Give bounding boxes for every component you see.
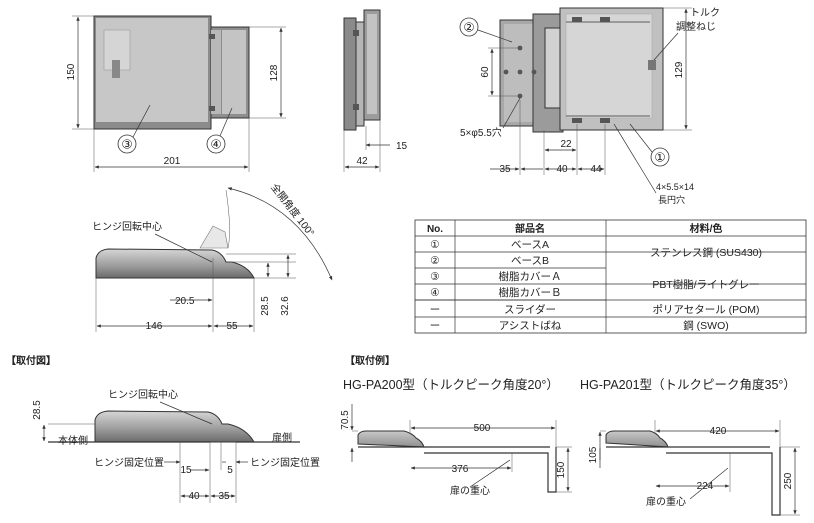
material-steel: 鋼 (SWO)	[683, 319, 729, 332]
table-row-2-name: ベースB	[511, 255, 549, 267]
table-header-part: 部品名	[515, 222, 545, 235]
pa201-dim-105: 105	[588, 446, 599, 463]
callout-1: ①	[654, 151, 665, 165]
pa200-center-label: 扉の重心	[450, 484, 490, 497]
back-view: ② トルク 調整ねじ 129 60 5×φ5.5穴 35 40 44 22 ① …	[459, 7, 720, 205]
table-row-4-name: 樹脂カバーＢ	[499, 286, 562, 299]
hinge-fix-right-label: ヒンジ固定位置	[250, 456, 320, 469]
body-side-label: 本体側	[58, 434, 88, 447]
pa201-label: HG-PA201型（トルクピーク角度35°）	[580, 377, 796, 392]
back-dim-40: 40	[556, 164, 568, 175]
callout-2: ②	[463, 21, 474, 35]
table-row-1-name: ベースA	[511, 239, 549, 251]
front-width-label: 201	[164, 156, 181, 167]
front-inner-height-label: 128	[269, 64, 280, 81]
pa201-dim-420: 420	[710, 426, 727, 437]
front-view: 150 128 201 ③ ④	[66, 15, 286, 172]
table-row-6-name: アシストばね	[499, 320, 562, 332]
callout-4: ④	[210, 138, 221, 152]
hole-spacing-label: 60	[480, 66, 491, 78]
material-pom: ポリアセタール (POM)	[652, 304, 759, 316]
pa200-dim-70-5: 70.5	[340, 410, 351, 430]
table-row-3-name: 樹脂カバーＡ	[499, 270, 562, 283]
slot-label-1: 4×5.5×14	[656, 182, 694, 192]
parts-table: No. 部品名 材料/色 ① ベースA ② ベースB ③ 樹脂カバーＡ ④ 樹脂…	[414, 219, 807, 334]
open-angle-label: 全開角度 100°	[268, 181, 317, 239]
table-row-5-no: ー	[430, 304, 441, 316]
back-dim-44: 44	[590, 164, 602, 175]
mounting-example-title: 【取付例】	[345, 354, 395, 367]
pa200-dim-376: 376	[452, 464, 469, 475]
back-dim-35: 35	[499, 164, 511, 175]
table-header-no: No.	[427, 224, 443, 235]
mount-dim-15: 15	[180, 465, 192, 476]
pa201-dim-250: 250	[783, 472, 794, 489]
mounting-hinge-profile	[94, 410, 255, 443]
profile-dim-55: 55	[226, 321, 238, 332]
table-row-5-name: スライダー	[504, 303, 556, 316]
material-stainless: ステンレス鋼 (SUS430)	[650, 246, 762, 259]
back-height-label: 129	[674, 61, 685, 78]
mounting-diagram-title: 【取付図】	[6, 354, 56, 367]
mount-dim-28-5: 28.5	[32, 400, 43, 420]
profile-hinge-center-label: ヒンジ回転中心	[92, 220, 162, 233]
holes-label: 5×φ5.5穴	[460, 126, 502, 139]
mounting-diagram: 【取付図】 28.5 ヒンジ回転中心 本体側 扉側 ヒンジ固定位置 ヒンジ固定位…	[6, 354, 320, 503]
pa200-dim-500: 500	[474, 423, 491, 434]
mounting-example: 【取付例】 HG-PA200型（トルクピーク角度20°） 70.5 500 37…	[340, 354, 800, 516]
hinge-profile	[95, 248, 255, 279]
mount-dim-5: 5	[227, 465, 233, 476]
table-row-1-no: ①	[430, 239, 439, 251]
door-side-label: 扉側	[272, 431, 292, 444]
mount-dim-40: 40	[188, 491, 200, 502]
side-offset-label: 15	[396, 141, 408, 152]
material-pbt: PBT樹脂/ライトグレー	[652, 278, 759, 291]
profile-dim-20-5: 20.5	[175, 296, 195, 307]
pa201-center-label: 扉の重心	[646, 495, 686, 508]
callout-3: ③	[121, 138, 132, 152]
profile-dim-146: 146	[146, 321, 163, 332]
pa200-dim-150: 150	[556, 461, 567, 478]
table-row-3-no: ③	[430, 271, 439, 283]
front-height-label: 150	[66, 63, 77, 80]
back-dim-22: 22	[560, 139, 572, 150]
table-row-4-no: ④	[430, 287, 439, 299]
profile-view: 全開角度 100° ヒンジ回転中心 146 55 20.5 28.5 32.6	[92, 181, 333, 332]
torque-screw-label-1: トルク	[690, 7, 720, 19]
table-row-6-no: ー	[430, 320, 441, 332]
torque-screw-label-2: 調整ねじ	[676, 20, 716, 33]
hinge-fix-left-label: ヒンジ固定位置	[94, 456, 164, 469]
table-header-material: 材料/色	[690, 222, 723, 235]
profile-dim-32-6: 32.6	[280, 296, 291, 316]
pa200-label: HG-PA200型（トルクピーク角度20°）	[343, 377, 559, 392]
table-row-2-no: ②	[430, 255, 439, 267]
side-view: 42 15	[343, 9, 408, 172]
profile-dim-28-5: 28.5	[260, 296, 271, 316]
mount-dim-35: 35	[218, 491, 230, 502]
mount-hinge-center-label: ヒンジ回転中心	[108, 388, 178, 401]
slot-label-2: 長円穴	[658, 194, 685, 205]
side-depth-label: 42	[356, 156, 368, 167]
